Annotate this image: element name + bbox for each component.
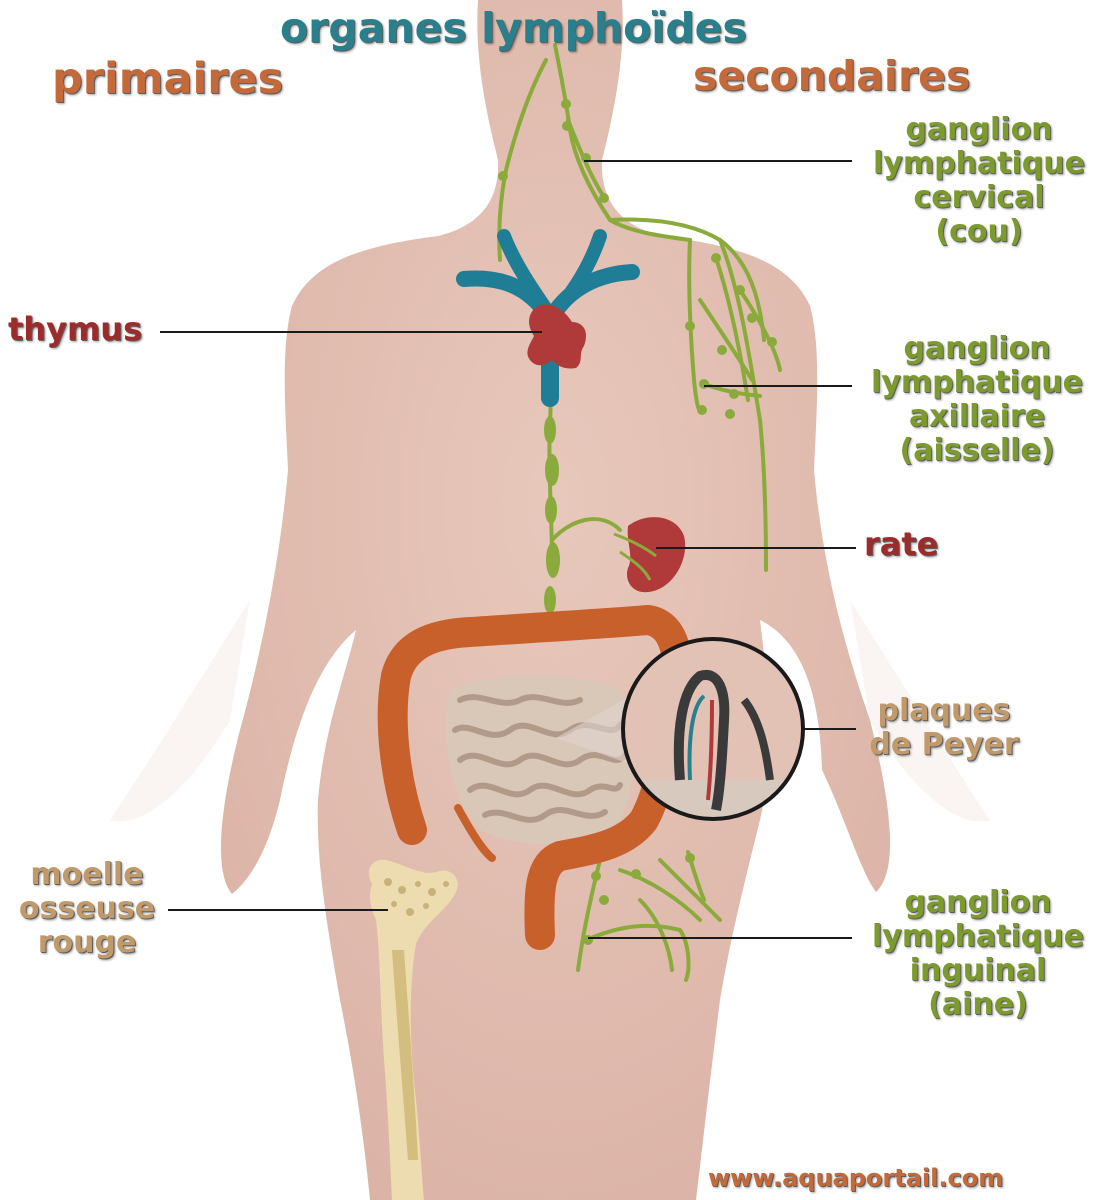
femur-bone — [368, 859, 458, 1200]
label-cervical-node: ganglion lymphatique cervical (cou) — [858, 113, 1100, 249]
thoracic-duct — [544, 416, 560, 614]
label-cervical-line-2: lymphatique — [873, 146, 1085, 181]
label-axillary-line-2: lymphatique — [871, 365, 1083, 400]
label-inguinal-line-2: lymphatique — [872, 919, 1084, 954]
label-axillary-line-3: axillaire — [908, 399, 1046, 434]
label-axillary-line-4: (aisselle) — [899, 433, 1055, 468]
label-thymus: thymus — [8, 310, 143, 348]
leader-lines — [160, 160, 856, 939]
ghost-arms — [110, 600, 990, 822]
primary-group-heading: primaires — [52, 54, 284, 104]
label-cervical-line-3: cervical — [913, 180, 1045, 215]
spleen-vessels — [613, 532, 657, 581]
small-intestine — [446, 675, 635, 844]
label-marrow-line-1: moelle — [30, 857, 144, 892]
thymus-organ — [527, 304, 587, 369]
peyer-magnifier — [556, 637, 805, 821]
secondary-group-heading: secondaires — [693, 52, 971, 100]
label-inguinal-node: ganglion lymphatique inguinal (aine) — [858, 886, 1098, 1022]
large-intestine — [377, 605, 693, 950]
label-inguinal-line-3: inguinal — [909, 953, 1047, 988]
label-axillary-node: ganglion lymphatique axillaire (aisselle… — [858, 332, 1096, 468]
label-bone-marrow: moelle osseuse rouge — [14, 858, 160, 960]
label-cervical-line-1: ganglion — [905, 112, 1053, 147]
label-peyer-line-2: de Peyer — [869, 727, 1019, 762]
label-inguinal-line-4: (aine) — [928, 987, 1028, 1022]
label-inguinal-line-1: ganglion — [904, 885, 1052, 920]
label-cervical-line-4: (cou) — [935, 214, 1023, 249]
label-marrow-line-3: rouge — [37, 925, 137, 960]
website-watermark: www.aquaportail.com — [708, 1164, 1004, 1192]
label-marrow-line-2: osseuse — [18, 891, 156, 926]
label-axillary-line-1: ganglion — [903, 331, 1051, 366]
diagram-title: organes lymphoïdes — [280, 4, 747, 52]
label-peyer-line-1: plaques — [877, 693, 1011, 728]
label-peyer-patches: plaques de Peyer — [860, 694, 1028, 762]
label-spleen: rate — [864, 525, 939, 563]
